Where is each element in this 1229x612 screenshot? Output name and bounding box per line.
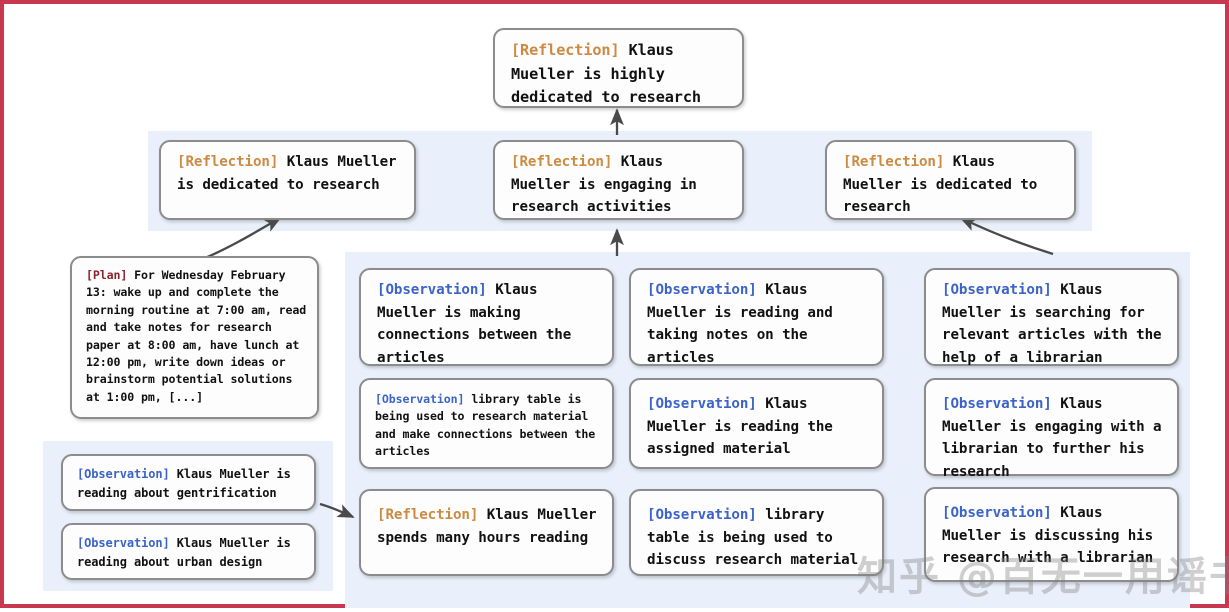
node-text: [Observation] Klaus Mueller is reading a… xyxy=(647,279,870,369)
node-body-text: library table is being used to discuss r… xyxy=(647,507,859,568)
tag-reflection: [Reflection] xyxy=(177,154,279,170)
node-text: [Observation] Klaus Mueller is engaging … xyxy=(942,393,1165,483)
node-body-text: For Wednesday February 13: wake up and c… xyxy=(86,268,314,404)
node-text: [Observation] library table is being use… xyxy=(375,391,604,461)
node-body-text: Klaus Mueller is engaging with a librari… xyxy=(942,396,1170,480)
node-text: [Reflection] Klaus Mueller is highly ded… xyxy=(511,39,730,110)
tag-observation: [Observation] xyxy=(375,392,465,406)
node-text: [Observation] Klaus Mueller is reading t… xyxy=(647,393,870,461)
tag-observation: [Observation] xyxy=(647,507,757,523)
node-text: [Reflection] Klaus Mueller is dedicated … xyxy=(843,151,1062,219)
observation-node-making-connections[interactable]: [Observation] Klaus Mueller is making co… xyxy=(359,268,614,366)
tag-observation: [Observation] xyxy=(647,282,757,298)
node-text: [Reflection] Klaus Mueller is dedicated … xyxy=(177,151,402,196)
node-body-text: Klaus Mueller is reading about urban des… xyxy=(77,536,298,569)
node-text: [Observation] Klaus Mueller is reading a… xyxy=(77,465,304,502)
tag-plan: [Plan] xyxy=(86,268,128,282)
node-body-text: Klaus Mueller is dedicated to research xyxy=(177,154,405,193)
observation-node-library-table-connections[interactable]: [Observation] library table is being use… xyxy=(359,378,614,469)
observation-node-engaging-librarian[interactable]: [Observation] Klaus Mueller is engaging … xyxy=(924,378,1179,480)
reflection-node-middle[interactable]: [Reflection] Klaus Mueller is engaging i… xyxy=(493,140,744,220)
node-text: [Observation] Klaus Mueller is making co… xyxy=(377,279,600,369)
reflection-node-right[interactable]: [Reflection] Klaus Mueller is dedicated … xyxy=(825,140,1076,220)
tag-observation: [Observation] xyxy=(377,282,487,298)
node-body-text: library table is being used to research … xyxy=(375,392,603,459)
node-text: [Observation] library table is being use… xyxy=(647,504,870,572)
root-reflection-node[interactable]: [Reflection] Klaus Mueller is highly ded… xyxy=(493,28,744,108)
plan-node[interactable]: [Plan] For Wednesday February 13: wake u… xyxy=(70,256,319,419)
observation-node-discussing-research[interactable]: [Observation] Klaus Mueller is discussin… xyxy=(924,487,1179,582)
node-body-text: Klaus Mueller is highly dedicated to res… xyxy=(511,41,701,106)
observation-node-assigned-material[interactable]: [Observation] Klaus Mueller is reading t… xyxy=(629,378,884,469)
node-body-text: Klaus Mueller is reading about gentrific… xyxy=(77,467,298,500)
node-body-text: Klaus Mueller is reading and taking note… xyxy=(647,282,842,366)
node-body-text: Klaus Mueller spends many hours reading xyxy=(377,507,605,546)
observation-node-urban-design[interactable]: [Observation] Klaus Mueller is reading a… xyxy=(61,523,316,580)
node-body-text: Klaus Mueller is making connections betw… xyxy=(377,282,580,366)
observation-node-library-table-discuss[interactable]: [Observation] library table is being use… xyxy=(629,489,884,576)
observation-node-gentrification[interactable]: [Observation] Klaus Mueller is reading a… xyxy=(61,454,316,511)
tag-observation: [Observation] xyxy=(942,396,1052,412)
tag-reflection: [Reflection] xyxy=(511,154,613,170)
node-body-text: Klaus Mueller is reading the assigned ma… xyxy=(647,396,842,457)
observation-node-reading-taking-notes[interactable]: [Observation] Klaus Mueller is reading a… xyxy=(629,268,884,366)
node-body-text: Klaus Mueller is discussing his research… xyxy=(942,505,1162,566)
tag-observation: [Observation] xyxy=(77,467,170,481)
node-body-text: Klaus Mueller is searching for relevant … xyxy=(942,282,1170,366)
tag-reflection: [Reflection] xyxy=(377,507,479,523)
node-body-text: Klaus Mueller is engaging in research ac… xyxy=(511,154,706,215)
node-text: [Observation] Klaus Mueller is searching… xyxy=(942,279,1165,369)
observation-node-searching-articles[interactable]: [Observation] Klaus Mueller is searching… xyxy=(924,268,1179,366)
node-text: [Plan] For Wednesday February 13: wake u… xyxy=(86,267,307,406)
tag-observation: [Observation] xyxy=(647,396,757,412)
tag-observation: [Observation] xyxy=(942,282,1052,298)
node-text: [Reflection] Klaus Mueller spends many h… xyxy=(377,504,600,549)
tag-observation: [Observation] xyxy=(77,536,170,550)
reflection-node-hours-reading[interactable]: [Reflection] Klaus Mueller spends many h… xyxy=(359,489,614,576)
reflection-node-left[interactable]: [Reflection] Klaus Mueller is dedicated … xyxy=(159,140,416,220)
node-body-text: Klaus Mueller is dedicated to research xyxy=(843,154,1046,215)
tag-reflection: [Reflection] xyxy=(843,154,945,170)
node-text: [Reflection] Klaus Mueller is engaging i… xyxy=(511,151,730,219)
node-text: [Observation] Klaus Mueller is discussin… xyxy=(942,502,1165,570)
node-text: [Observation] Klaus Mueller is reading a… xyxy=(77,534,304,571)
tag-reflection: [Reflection] xyxy=(511,41,620,59)
tag-observation: [Observation] xyxy=(942,505,1052,521)
